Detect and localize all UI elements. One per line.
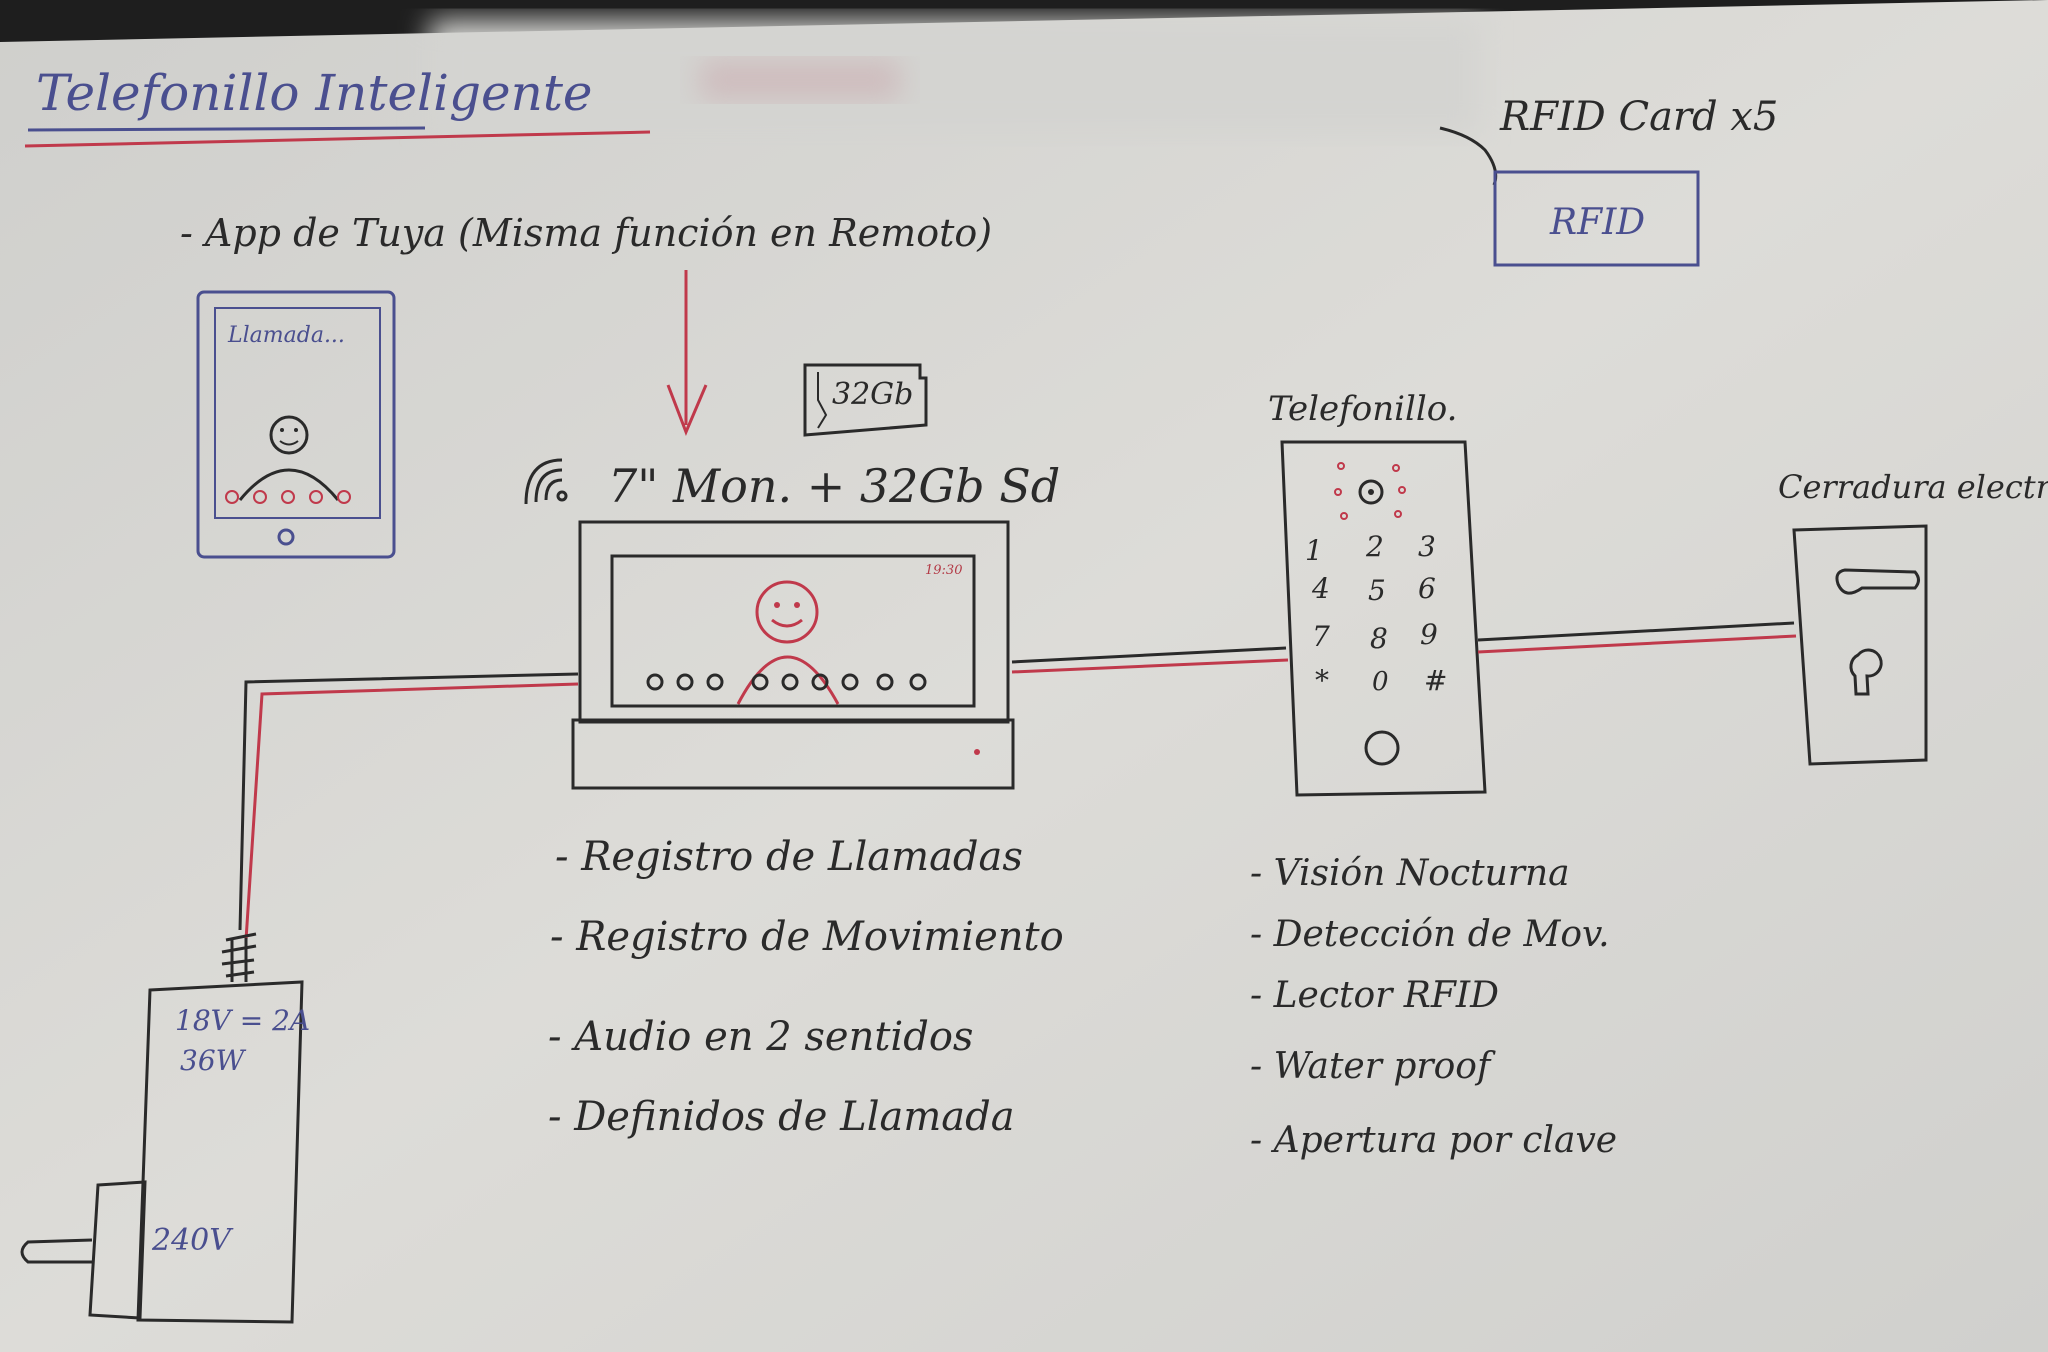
keypad-key: 1 — [1305, 534, 1323, 567]
monitor-device: 19:30 — [571, 520, 1015, 790]
title-underline-blue — [27, 126, 426, 132]
door-station-label: Telefonillo. — [1268, 389, 1457, 429]
keypad-key: 2 — [1365, 530, 1384, 563]
app-heading: - App de Tuya (Misma función en Remoto) — [180, 211, 992, 255]
title-underline-red — [24, 130, 651, 148]
keypad-key: 9 — [1420, 618, 1438, 651]
door-handle-icon — [1835, 568, 1920, 595]
rfid-card — [1493, 170, 1700, 267]
monitor-buttons-row — [646, 673, 927, 691]
keypad-key: 8 — [1370, 622, 1388, 655]
phone-screen-text: Llamada... — [227, 323, 345, 348]
app-arrow-head — [666, 384, 708, 437]
door-station-feature-item: - Apertura por clave — [1250, 1120, 1617, 1161]
rfid-label: RFID Card x5 — [1499, 94, 1778, 140]
title: Telefonillo Inteligente — [36, 64, 593, 122]
door-station-device: 1 2 3 4 5 6 7 8 9 * 0 # — [1280, 440, 1487, 797]
monitor-feature-item: - Registro de Movimiento — [550, 914, 1064, 960]
keypad-key: 5 — [1368, 574, 1386, 607]
blurred-area — [700, 60, 900, 100]
keypad: 1 2 3 4 5 6 7 8 9 * 0 # — [1305, 530, 1447, 697]
keypad-key: 4 — [1311, 572, 1330, 605]
wifi-icon — [524, 458, 568, 505]
wiring — [238, 621, 1797, 941]
plug-pins — [20, 1238, 93, 1264]
door-station-feature-item: - Water proof — [1250, 1046, 1496, 1087]
electric-lock — [1792, 524, 1928, 766]
sd-card-label: 32Gb — [832, 377, 913, 412]
power-output-line2: 36W — [180, 1044, 247, 1077]
power-input: 240V — [151, 1223, 234, 1258]
door-station-feature-item: - Visión Nocturna — [1250, 853, 1570, 894]
monitor-label: 7" Mon. + 32Gb Sd — [608, 459, 1060, 513]
wire-red — [1011, 658, 1289, 674]
keypad-key: 0 — [1372, 667, 1389, 697]
keyhole-icon — [1849, 648, 1883, 696]
blurred-area — [430, 20, 1480, 135]
monitor-clock: 19:30 — [925, 563, 962, 578]
monitor-feature-item: - Audio en 2 sentidos — [548, 1014, 973, 1060]
rfid-card-text: RFID — [1549, 202, 1645, 243]
cable-connector — [221, 932, 257, 982]
power-output-line1: 18V = 2A — [175, 1004, 310, 1037]
monitor-screen — [610, 554, 976, 708]
keypad-key: * — [1315, 664, 1329, 697]
person-shoulders — [238, 468, 340, 501]
monitor-led — [974, 749, 980, 755]
phone-buttons-row — [225, 490, 351, 504]
lock-label: Cerradura electrica — [1778, 468, 2048, 506]
phone-home-button — [277, 528, 295, 546]
keypad-key: 3 — [1418, 530, 1436, 563]
sd-card: 32Gb — [803, 363, 928, 437]
monitor-feature-item: - Definidos de Llamada — [548, 1094, 1015, 1140]
power-supply: 18V = 2A 36W 240V — [20, 932, 310, 1324]
camera-ir-leds — [1334, 462, 1406, 520]
wire-red — [244, 682, 579, 941]
door-station-feature-item: - Lector RFID — [1250, 975, 1499, 1016]
monitor-feature-item: - Registro de Llamadas — [555, 834, 1023, 880]
camera-lens — [1358, 479, 1384, 505]
call-button — [1364, 730, 1400, 766]
smiley-face — [269, 415, 309, 455]
keypad-key: 7 — [1312, 620, 1330, 653]
door-station-feature-item: - Detección de Mov. — [1250, 914, 1610, 955]
wire-black — [1011, 646, 1287, 664]
wire-red — [1477, 634, 1797, 654]
wire-black — [238, 672, 579, 931]
keypad-key: # — [1424, 664, 1447, 697]
wire-black — [1477, 621, 1795, 642]
phone-device: Llamada... — [196, 290, 396, 559]
keypad-key: 6 — [1418, 572, 1436, 605]
